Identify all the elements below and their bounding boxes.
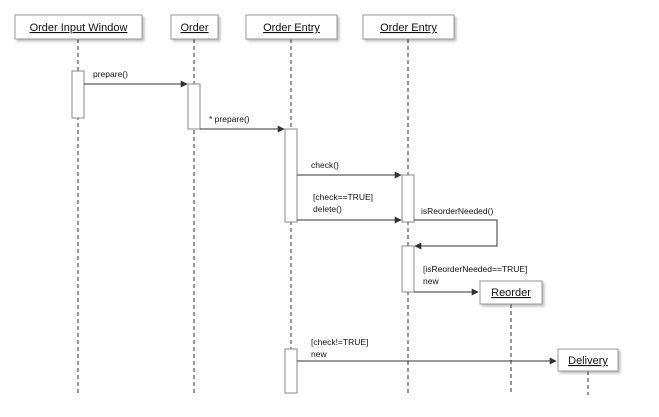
message-label: prepare()	[93, 69, 128, 79]
participant-label: Order	[180, 22, 208, 34]
guard-condition: [isReorderNeeded==TRUE]	[423, 264, 527, 274]
message-check[interactable]: check()	[297, 160, 402, 179]
participant-order-entry-1[interactable]: Order Entry	[245, 14, 338, 40]
participant-label: Order Input Window	[30, 22, 128, 34]
participant-order-input-window[interactable]: Order Input Window	[14, 14, 143, 40]
object-label: Reorder	[491, 287, 531, 299]
message-prepare[interactable]: prepare()	[84, 69, 188, 88]
message-is-reorder-needed[interactable]: isReorderNeeded()	[414, 206, 498, 250]
message-label: delete()	[313, 204, 342, 214]
guard-condition: [check!=TRUE]	[311, 337, 368, 347]
object-reorder[interactable]: Reorder	[479, 280, 543, 305]
activation-bar	[187, 83, 201, 130]
message-label: new	[311, 349, 327, 359]
participant-label: Order Entry	[380, 22, 437, 34]
activation-bar	[71, 70, 85, 119]
message-delete[interactable]: [check==TRUE] delete()	[297, 192, 402, 224]
message-star-prepare[interactable]: * prepare()	[200, 114, 285, 133]
participant-order[interactable]: Order	[170, 14, 219, 40]
activation-bar	[284, 348, 298, 394]
activation-bar	[284, 128, 298, 223]
activation-bar	[401, 245, 415, 293]
message-new-reorder[interactable]: [isReorderNeeded==TRUE] new	[414, 264, 527, 296]
object-label: Delivery	[568, 355, 608, 367]
participant-order-entry-2[interactable]: Order Entry	[362, 14, 455, 40]
message-label: check()	[311, 160, 339, 170]
message-label: * prepare()	[209, 114, 250, 124]
object-delivery[interactable]: Delivery	[557, 348, 619, 372]
message-label: new	[423, 276, 439, 286]
guard-condition: [check==TRUE]	[313, 192, 373, 202]
participant-label: Order Entry	[263, 22, 320, 34]
message-new-delivery[interactable]: [check!=TRUE] new	[297, 337, 557, 365]
message-label: isReorderNeeded()	[421, 206, 493, 216]
activation-bar	[401, 174, 415, 223]
